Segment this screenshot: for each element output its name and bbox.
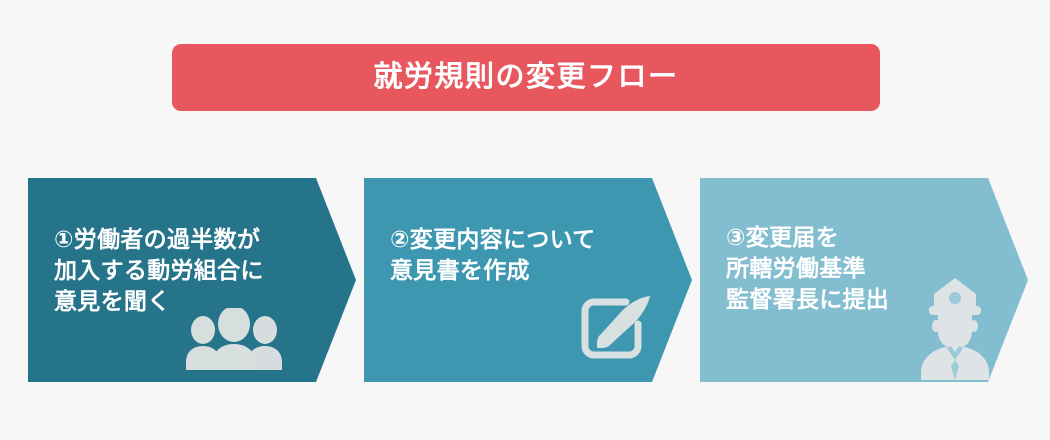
flow-step-2-label: ②変更内容について 意見書を作成	[390, 226, 596, 283]
flow-step-1-label: ①労働者の過半数が 加入する動労組合に 意見を聞く	[54, 226, 264, 314]
pen-write-square-icon	[578, 294, 654, 368]
flow-step-2[interactable]: ②変更内容について 意見書を作成	[364, 178, 692, 382]
diagram-title-banner: 就労規則の変更フロー	[172, 44, 880, 111]
flow-step-1[interactable]: ①労働者の過半数が 加入する動労組合に 意見を聞く	[28, 178, 356, 382]
flow-step-3-label: ③変更届を 所轄労働基準 監督署長に提出	[726, 224, 890, 312]
process-flow: ①労働者の過半数が 加入する動労組合に 意見を聞く	[0, 178, 1050, 382]
officer-person-icon	[912, 276, 998, 380]
flow-step-3[interactable]: ③変更届を 所轄労働基準 監督署長に提出	[700, 178, 1028, 382]
page-title: 就労規則の変更フロー	[373, 61, 679, 93]
people-group-icon	[186, 308, 282, 370]
